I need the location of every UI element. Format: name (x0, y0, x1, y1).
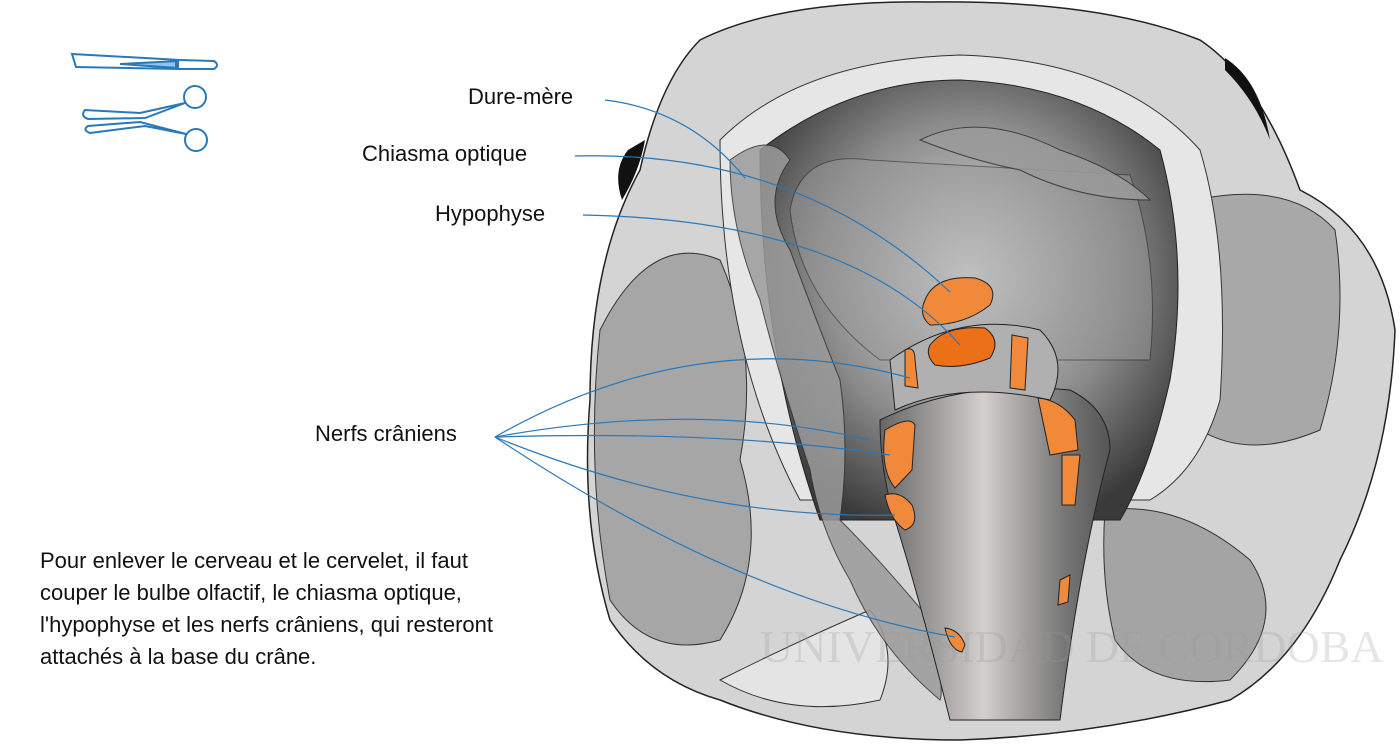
orange-structures (883, 277, 1081, 653)
leader-lines (494, 99, 961, 638)
pituitary (927, 327, 996, 367)
optic-chiasm (921, 277, 994, 326)
label-optic-chiasm: Chiasma optique (362, 141, 528, 166)
label-pituitary: Hypophyse (435, 201, 546, 226)
label-cranial-nerves: Nerfs crâniens (315, 421, 457, 446)
scissors-icon (82, 85, 208, 152)
caption-text: Pour enlever le cerveau et le cervelet, … (40, 548, 493, 669)
watermark: UNIVERSIDAD DE CORDOBA (760, 621, 1384, 672)
forceps-icon (70, 52, 218, 70)
label-dura-mater: Dure-mère (468, 84, 574, 109)
